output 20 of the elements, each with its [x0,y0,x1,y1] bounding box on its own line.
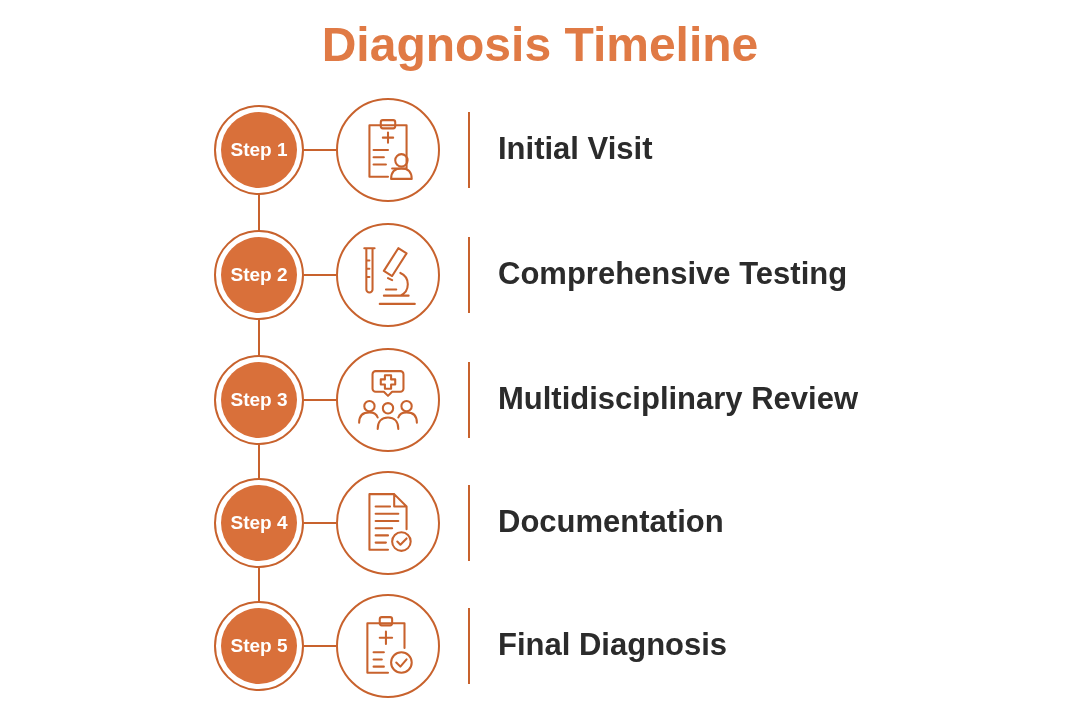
step-title: Final Diagnosis [498,626,728,664]
connector-line [303,522,337,524]
step-label: Step 2 [230,264,288,286]
connector-line [258,567,260,602]
connector-line [303,399,337,401]
connector-line [303,149,337,151]
step-label: Step 4 [230,512,288,534]
step-title: Initial Visit [498,130,653,168]
step-label: Step 3 [230,389,288,411]
connector-line [258,319,260,356]
connector-line [303,645,337,647]
diagram-title: Diagnosis Timeline [321,17,759,73]
connector-line [303,274,337,276]
connector-line [258,444,260,479]
connector-line [258,194,260,231]
step-label: Step 1 [230,139,288,161]
step-title: Documentation [498,503,724,541]
step-title: Multidisciplinary Review [498,380,859,418]
step-title: Comprehensive Testing [498,255,848,293]
step-label: Step 5 [230,635,288,657]
